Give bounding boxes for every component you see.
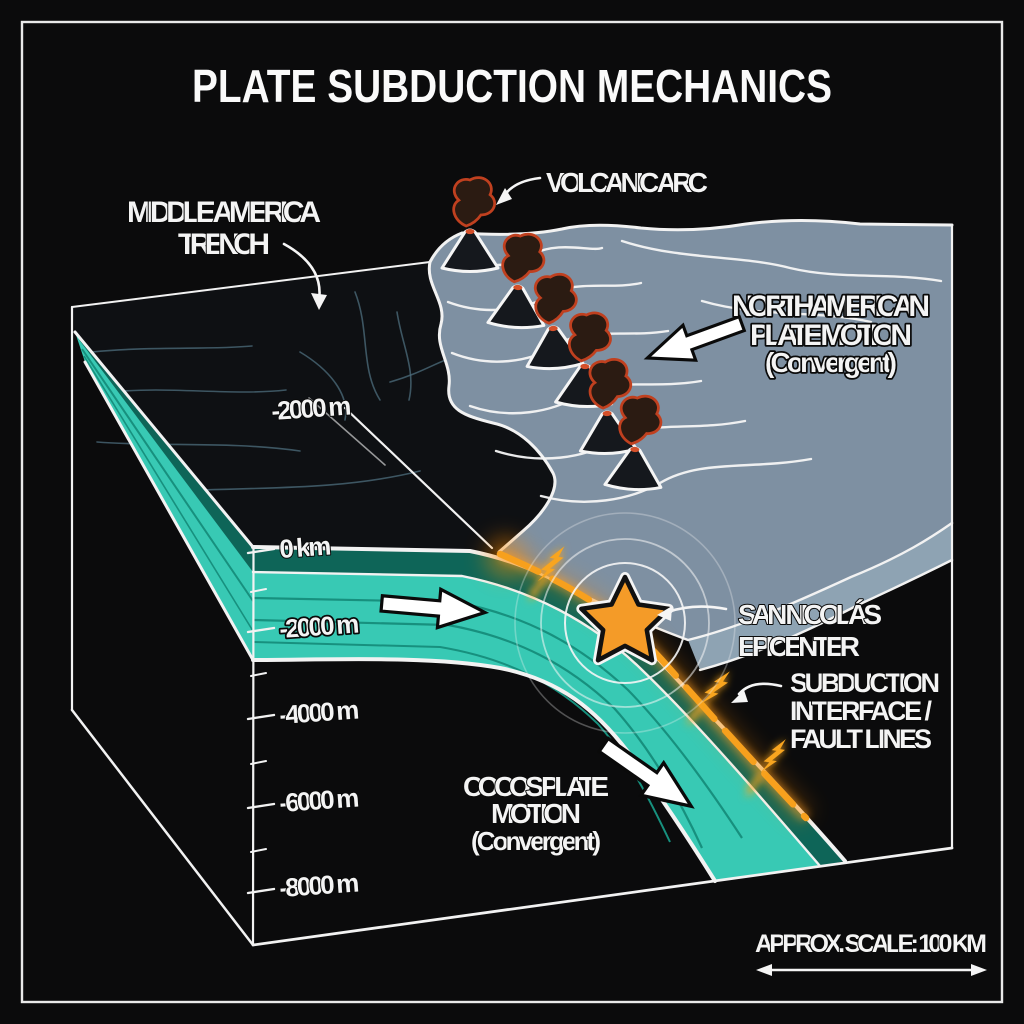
trench-label-line2: TRENCH bbox=[178, 228, 270, 261]
ocean-depth-label: -2000 m bbox=[270, 390, 352, 426]
epicenter-label-line2: EPICENTER bbox=[738, 631, 860, 662]
trench-crease-line bbox=[343, 406, 494, 550]
trench-pointer-arrow bbox=[282, 242, 321, 302]
scale-bar-label: APPROX. SCALE: 100 KM bbox=[755, 930, 987, 958]
trench-pointer-head-icon bbox=[311, 293, 327, 310]
na-plate-label-line1: NORTH AMERICAN bbox=[732, 290, 930, 323]
tick-0km bbox=[246, 547, 276, 555]
continental-plate-side-face bbox=[688, 523, 952, 670]
subduction-interface-fault bbox=[483, 535, 815, 827]
trench-crease-line-2 bbox=[308, 397, 386, 466]
volcanic-arc-pointer-head-icon bbox=[496, 188, 512, 205]
coastline bbox=[427, 260, 557, 554]
interface-pointer-head-icon bbox=[731, 690, 748, 703]
epicenter-label-line1: SAN NICOLÁS bbox=[738, 599, 882, 630]
depth-label-2000: -2000 m bbox=[278, 608, 360, 644]
cocos-label-line2: MOTION bbox=[491, 798, 581, 829]
depth-label-4000: -4000 m bbox=[278, 694, 360, 730]
na-plate-label-line3: (Convergent) bbox=[765, 347, 897, 378]
north-american-plate bbox=[427, 176, 954, 672]
tick-minor bbox=[250, 848, 267, 853]
tick-6000 bbox=[246, 802, 276, 810]
na-plate-label-line2: PLATE MOTION bbox=[750, 319, 912, 352]
page-title: PLATE SUBDUCTION MECHANICS bbox=[192, 60, 832, 112]
outer-frame bbox=[20, 20, 1004, 1004]
block-edges bbox=[70, 223, 954, 947]
tick-8000 bbox=[246, 887, 276, 895]
epicenter bbox=[514, 512, 736, 734]
interface-pointer-arrow bbox=[737, 682, 783, 696]
cocos-label-line1: COCOS PLATE bbox=[463, 771, 609, 802]
tick-2000 bbox=[246, 626, 276, 634]
depth-label-0km: 0 km bbox=[278, 530, 332, 564]
scale-bar: APPROX. SCALE: 100 KM bbox=[754, 929, 988, 976]
epicenter-pointer-head-icon bbox=[657, 606, 672, 621]
tick-minor bbox=[250, 588, 267, 593]
fault-line bbox=[496, 550, 810, 822]
depth-label-8000: -8000 m bbox=[278, 867, 360, 903]
seismic-rings bbox=[514, 512, 736, 734]
volcanic-arc-label: VOLCANIC ARC bbox=[546, 167, 708, 198]
annotations: MIDDLE AMERICA TRENCH VOLCANIC ARC NORTH… bbox=[126, 166, 941, 857]
interface-label-line3: FAULT LINES bbox=[790, 724, 932, 754]
trench-label-line1: MIDDLE AMERICA bbox=[127, 196, 321, 229]
tick-4000 bbox=[246, 713, 276, 721]
scale-arrow-left-icon bbox=[756, 964, 772, 976]
interface-label-line1: SUBDUCTION bbox=[790, 668, 940, 698]
tick-minor bbox=[250, 760, 267, 765]
epicenter-star-icon bbox=[576, 572, 674, 666]
left-face-oceanic-crust bbox=[73, 330, 255, 662]
interface-label-line2: INTERFACE / bbox=[790, 696, 932, 726]
depth-label-6000: -6000 m bbox=[278, 782, 360, 818]
depth-axis: -2000 m 0 km -2000 m -4000 m -6000 m -80… bbox=[246, 389, 362, 947]
tick-minor bbox=[250, 672, 267, 677]
cocos-label-line3: (Convergent) bbox=[471, 826, 601, 856]
scale-arrow-right-icon bbox=[971, 964, 987, 976]
epicenter-pointer-arrow bbox=[666, 605, 728, 614]
